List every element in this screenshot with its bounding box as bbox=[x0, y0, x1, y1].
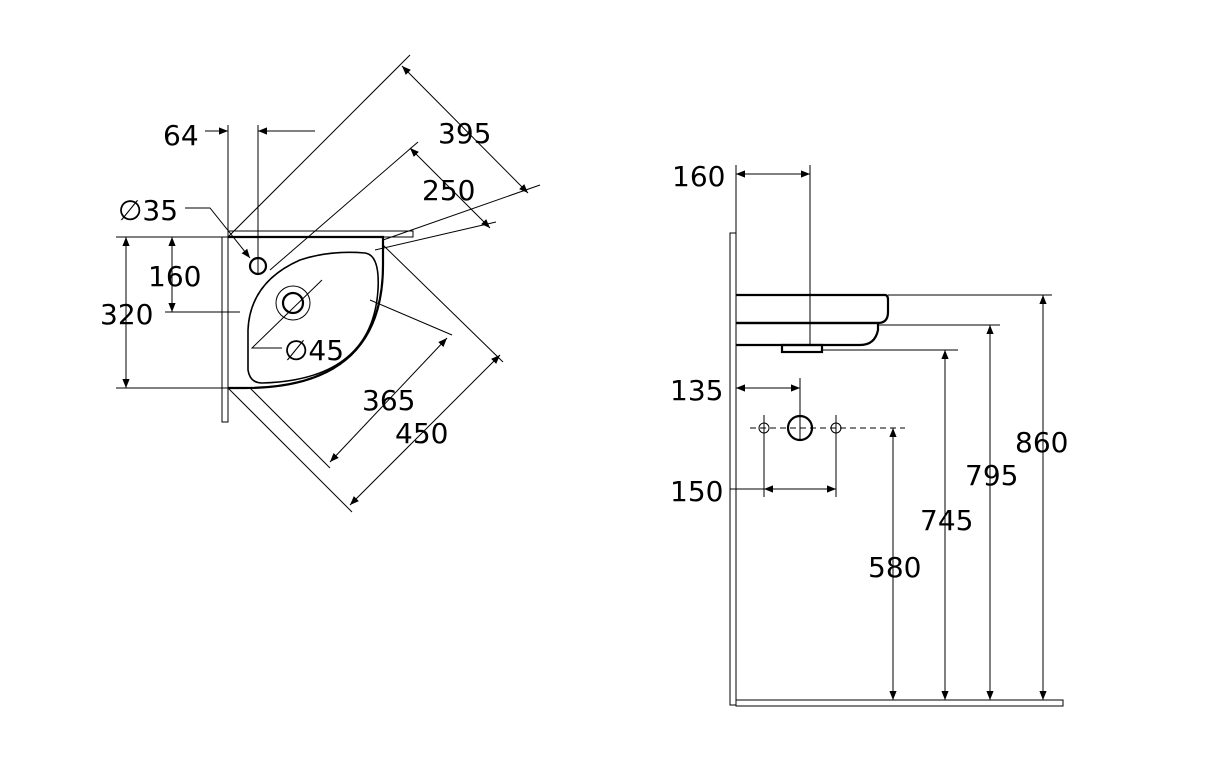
waste-ring bbox=[275, 285, 311, 321]
basin-bowl bbox=[247, 251, 380, 384]
dim-395-label: 395 bbox=[438, 117, 491, 150]
plan-view: 64 395 250 ∅35 160 320 ∅45 365 450 bbox=[100, 54, 541, 513]
dim-745-label: 745 bbox=[920, 504, 973, 537]
dim-320-label: 320 bbox=[100, 298, 153, 331]
waste-trap bbox=[780, 343, 824, 354]
dim-dia45-label: ∅45 bbox=[284, 334, 344, 367]
wall-left bbox=[221, 236, 229, 423]
floor bbox=[735, 699, 1064, 707]
dim-860-label: 860 bbox=[1015, 426, 1068, 459]
dim-250-label: 250 bbox=[422, 174, 475, 207]
dim-795-label: 795 bbox=[965, 459, 1018, 492]
dim-160-label: 160 bbox=[148, 260, 201, 293]
dim-450-label: 450 bbox=[395, 417, 448, 450]
waste-outlet bbox=[281, 291, 305, 315]
dim-150-label: 150 bbox=[670, 475, 723, 508]
dim-580-label: 580 bbox=[868, 551, 921, 584]
dim-160-label: 160 bbox=[672, 160, 725, 193]
basin-profile bbox=[736, 293, 890, 325]
dim-365-label: 365 bbox=[362, 384, 415, 417]
wall bbox=[729, 232, 737, 706]
basin-underside bbox=[736, 321, 880, 347]
dim-135-label: 135 bbox=[670, 374, 723, 407]
side-view: 160 135 150 860 795 745 580 bbox=[670, 160, 1068, 707]
dim-64-label: 64 bbox=[163, 119, 199, 152]
dim-dia35-label: ∅35 bbox=[118, 194, 178, 227]
